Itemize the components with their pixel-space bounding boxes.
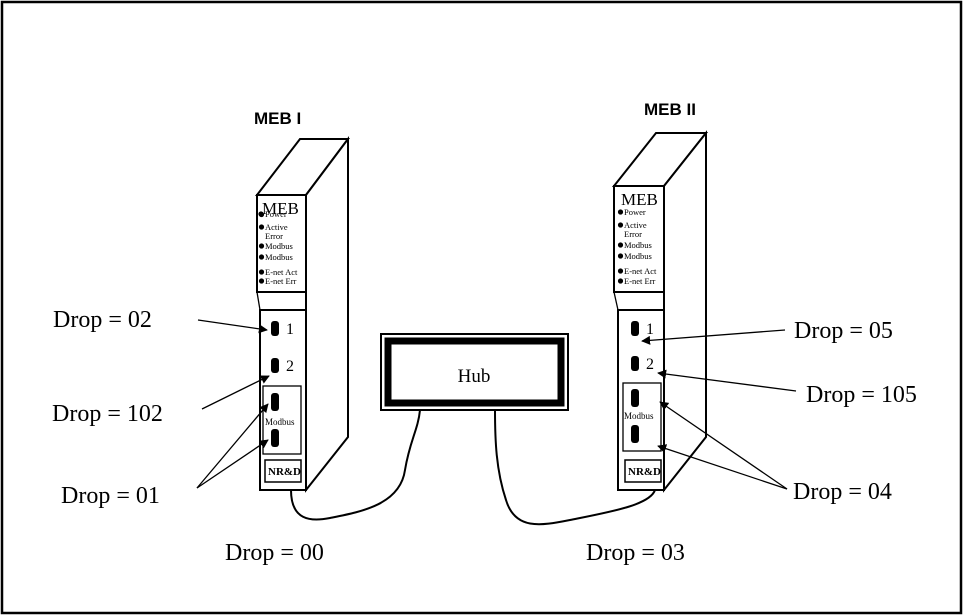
meb-module-1: MEB I MEB Power Active Error Modbus Modb… [254, 109, 350, 493]
meb2-led-enet-err: E-net Err [624, 276, 656, 286]
meb2-led-power: Power [624, 207, 646, 217]
arrow-meb2-port1 [641, 329, 786, 345]
meb2-side-face [663, 130, 707, 493]
led-dot-icon [617, 209, 624, 215]
led-dot-icon [258, 278, 265, 284]
led-dot-icon [617, 222, 624, 228]
meb1-logo-box [264, 459, 302, 483]
meb1-side-face [305, 136, 349, 493]
drop-label-meb1-ethernet: Drop = 00 [225, 540, 324, 566]
meb2-led-list: Power Active Error Modbus Modbus E-net A… [617, 207, 657, 286]
led-dot-icon [617, 268, 624, 274]
meb2-led-modbus-1: Modbus [624, 240, 652, 250]
meb2-led-active: Active [624, 220, 647, 230]
drop-label-meb1-port1: Drop = 02 [53, 307, 152, 333]
arrow-meb1-port2 [201, 375, 270, 410]
arrow-meb2-modbus-a [659, 401, 788, 490]
led-dot-icon [258, 269, 265, 275]
hub-box-inner [384, 337, 565, 407]
meb2-title: MEB II [644, 100, 696, 119]
cable-meb1-to-hub [290, 409, 421, 521]
meb1-modbus-box [262, 385, 302, 455]
drop-label-meb2-ethernet: Drop = 03 [586, 540, 685, 566]
meb2-panel-top-edge [613, 291, 619, 311]
meb1-led-enet-err: E-net Err [265, 276, 297, 286]
meb1-port-1-icon [271, 321, 279, 336]
meb1-led-active: Active [265, 222, 288, 232]
hub-label: Hub [458, 366, 491, 387]
arrow-meb1-modbus-a [196, 403, 269, 489]
drop-label-meb2-modbus: Drop = 04 [793, 479, 892, 505]
meb1-title: MEB I [254, 109, 301, 128]
meb2-modbus-port-a-icon [631, 389, 639, 407]
meb1-led-enet-act: E-net Act [265, 267, 298, 277]
drop-label-meb2-port2: Drop = 105 [806, 382, 917, 408]
meb-module-2: MEB II MEB Power Active Error Modbus Mod… [611, 100, 709, 493]
led-dot-icon [258, 211, 265, 218]
led-dot-icon [617, 242, 624, 248]
meb1-led-error: Error [265, 231, 283, 241]
meb2-modbus-port-b-icon [631, 425, 639, 443]
meb1-led-list: Power Active Error Modbus Modbus E-net A… [258, 209, 298, 286]
meb2-front-face [613, 185, 665, 293]
led-dot-icon [258, 254, 265, 260]
drop-label-meb1-port2: Drop = 102 [52, 401, 163, 427]
meb1-led-modbus-2: Modbus [265, 252, 293, 262]
meb2-logo: NR&D [628, 466, 661, 478]
drop-label-meb1-modbus: Drop = 01 [61, 483, 160, 509]
meb1-led-modbus-1: Modbus [265, 241, 293, 251]
arrow-meb2-port2 [657, 369, 797, 392]
meb2-port-1-icon [631, 321, 639, 336]
meb1-led-power: Power [265, 209, 287, 219]
led-dot-icon [617, 278, 624, 284]
meb1-port-2-icon [271, 358, 279, 373]
arrow-meb1-modbus-b [196, 439, 269, 489]
arrow-meb1-port1 [197, 319, 268, 334]
meb1-front-face [256, 194, 307, 293]
meb2-label: MEB [621, 190, 658, 209]
meb1-logo: NR&D [268, 466, 301, 478]
meb2-logo-box [624, 459, 662, 483]
meb2-led-modbus-2: Modbus [624, 251, 652, 261]
meb1-modbus-port-a-icon [271, 393, 279, 411]
meb1-label: MEB [262, 199, 299, 218]
arrow-meb2-modbus-b [657, 444, 788, 490]
led-dot-icon [617, 253, 624, 259]
meb2-led-enet-act: E-net Act [624, 266, 657, 276]
led-dot-icon [258, 224, 265, 230]
cable-meb2-to-hub [494, 409, 656, 526]
meb1-port-2-label: 2 [286, 358, 294, 375]
meb1-panel-top-edge [256, 291, 261, 311]
meb2-port-1-label: 1 [646, 321, 654, 338]
drop-label-meb2-port1: Drop = 05 [794, 318, 893, 344]
meb1-port-1-label: 1 [286, 321, 294, 338]
meb2-modbus-box [622, 382, 662, 452]
meb1-modbus-port-b-icon [271, 429, 279, 447]
meb2-port-2-icon [631, 356, 639, 371]
meb2-modbus-label: Modbus [624, 411, 654, 421]
hub: Hub [380, 333, 569, 411]
meb2-led-error: Error [624, 229, 642, 239]
led-dot-icon [258, 243, 265, 249]
meb2-port-2-label: 2 [646, 356, 654, 373]
meb1-modbus-label: Modbus [265, 417, 295, 427]
